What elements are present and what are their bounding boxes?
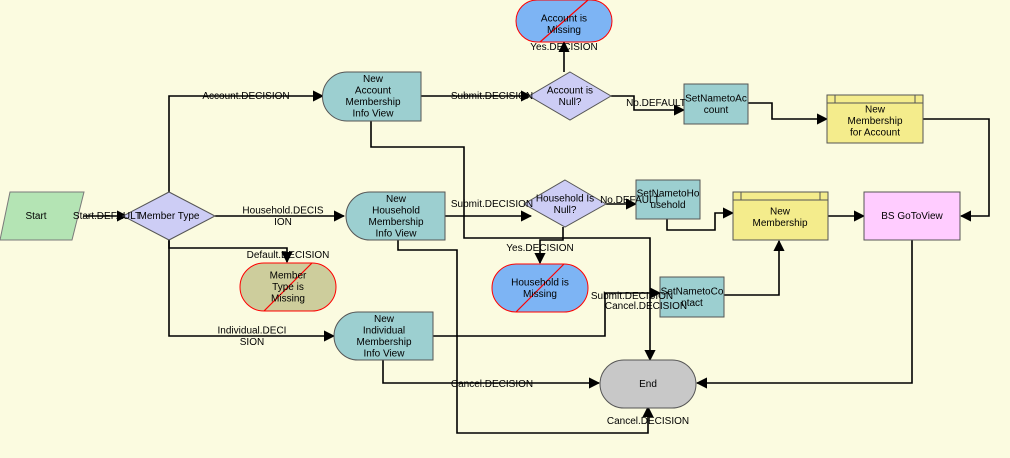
edge-household-yes xyxy=(534,227,564,265)
edge-account-no xyxy=(611,95,686,116)
node-start[interactable]: Start xyxy=(0,191,85,241)
node-bs-gotoview-label: BS GoToView xyxy=(881,211,943,222)
edge-individual-view-cancel xyxy=(382,360,601,389)
node-bs-gotoview[interactable]: BS GoToView xyxy=(863,191,961,241)
label-default-decision: Default.DECISION xyxy=(247,250,330,261)
edge-account-view-cancel xyxy=(370,121,656,362)
label-account-decision: Account.DECISION xyxy=(202,91,289,102)
label-cancel-household: Cancel.DECISION xyxy=(607,416,689,427)
label-submit-account: Submit.DECISION xyxy=(451,91,533,102)
edge-setname-account-to-subprocess xyxy=(748,102,829,125)
label-cancel-individual: Cancel.DECISION xyxy=(451,379,533,390)
edge-labels: Start.DEFAULT Account.DECISION Household… xyxy=(73,42,689,427)
node-end-label: End xyxy=(639,379,657,390)
edges xyxy=(83,40,990,434)
label-submit-household: Submit.DECISION xyxy=(451,199,533,210)
label-no-account: No.DEFAULT xyxy=(626,98,686,109)
edge-subprocess-account-to-goto xyxy=(923,118,990,222)
label-cancel-individual-top: Cancel.DECISION xyxy=(605,301,687,312)
node-end[interactable]: End xyxy=(599,359,697,409)
node-member-type-label: Member Type xyxy=(139,211,200,222)
node-member-type[interactable]: Member Type xyxy=(121,191,217,241)
edge-setname-contact-to-membership xyxy=(724,239,785,296)
edge-individual-decision xyxy=(168,240,336,342)
edge-goto-to-end xyxy=(695,240,913,389)
node-start-label: Start xyxy=(25,211,46,222)
edge-individual-view-submit xyxy=(433,287,662,337)
label-start-default: Start.DEFAULT xyxy=(73,211,141,222)
edge-setname-household-to-membership xyxy=(666,207,735,231)
label-yes-household: Yes.DECISION xyxy=(506,243,573,254)
label-submit-individual: Submit.DECISION xyxy=(591,291,673,302)
label-no-household: No.DEFAULT xyxy=(600,195,660,206)
edge-account-decision xyxy=(168,90,325,196)
label-yes-account: Yes.DECISION xyxy=(530,42,597,53)
edge-household-view-cancel xyxy=(397,240,654,434)
